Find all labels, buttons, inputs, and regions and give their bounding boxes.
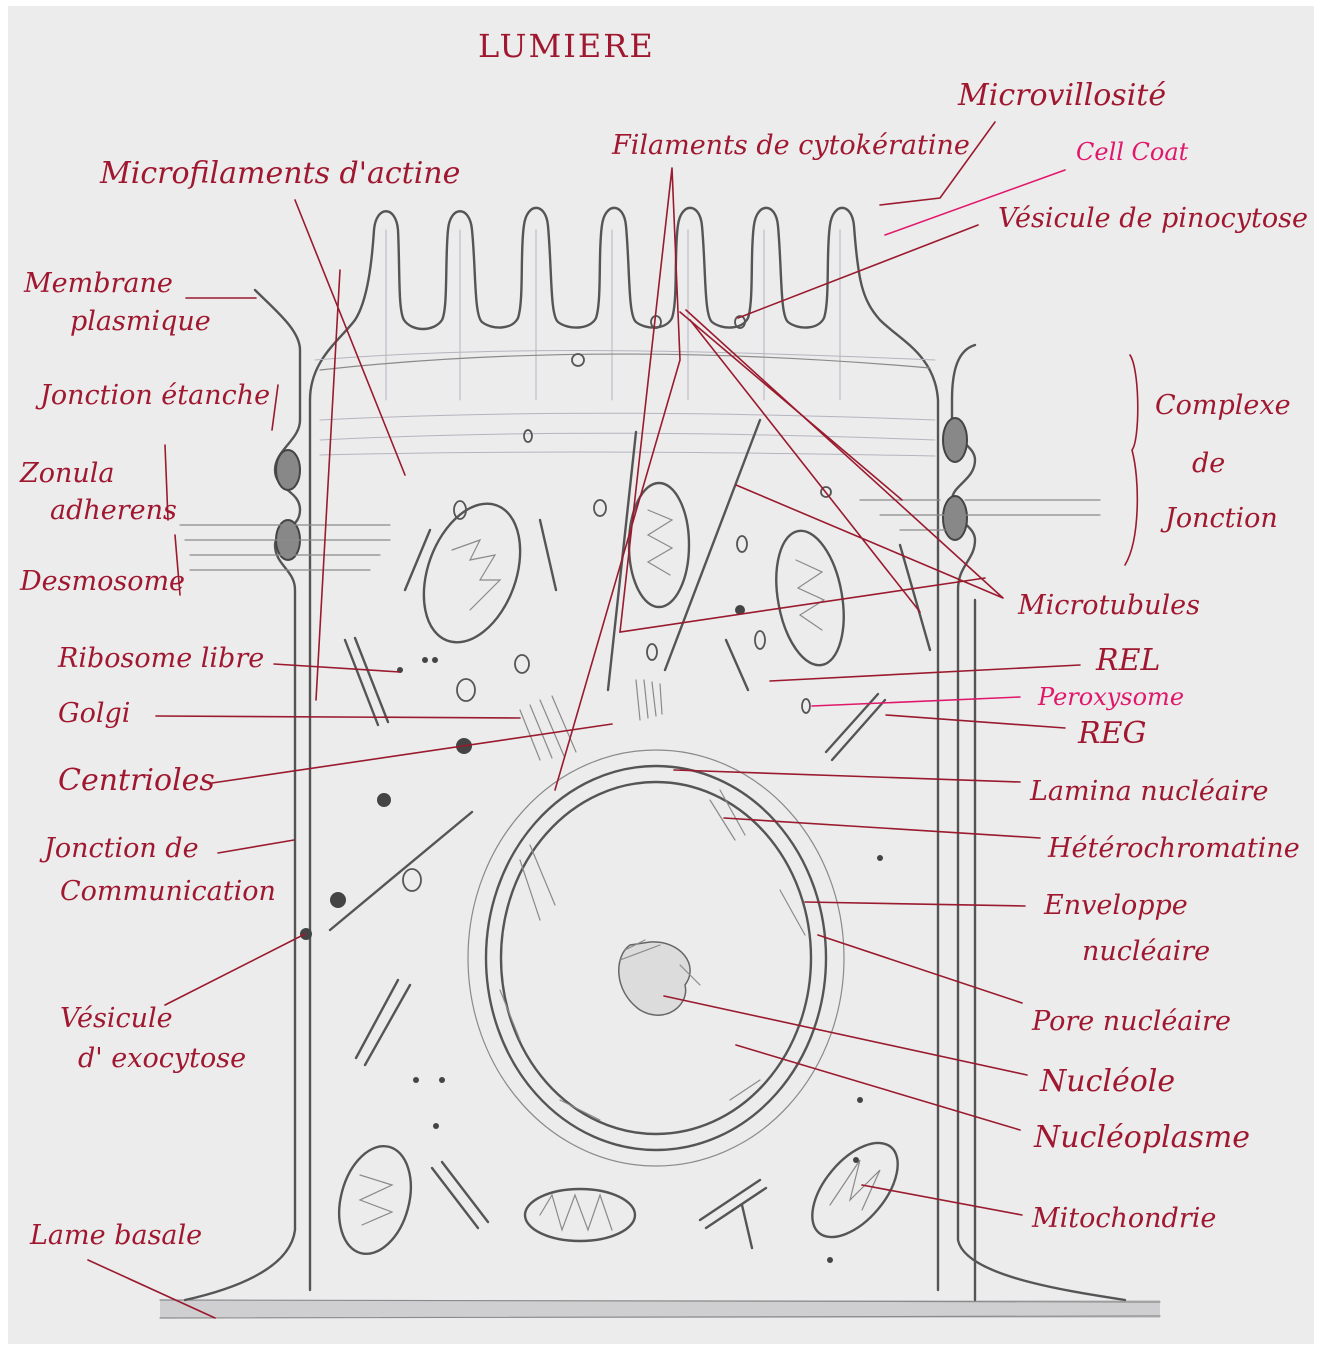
microtubules [330,420,930,930]
label-peroxysome: Peroxysome [1038,685,1184,710]
title-lumiere: LUMIERE [478,30,655,64]
label-microtubules: Microtubules [1018,592,1200,620]
label-ribosome-libre: Ribosome libre [58,645,264,673]
label-lamina-nucleaire: Lamina nucléaire [1030,778,1268,806]
label-enveloppe-nucleaire-line1: Enveloppe [1044,892,1188,920]
basal-lamina [160,1300,1160,1318]
label-mitochondrie: Mitochondrie [1032,1205,1216,1233]
label-pore-nucleaire: Pore nucléaire [1032,1008,1231,1036]
label-golgi: Golgi [58,700,130,728]
label-rel: REL [1096,645,1160,677]
label-zonula-adherens-line1: Zonula [20,460,115,488]
label-nucleoplasme: Nucléoplasme [1034,1122,1250,1154]
label-jonction-etanche: Jonction étanche [40,382,270,410]
golgi-apparatus [520,680,662,760]
label-vesicule-exocytose-line1: Vésicule [60,1005,173,1033]
label-membrane-plasmique-line2: plasmique [70,308,211,336]
dark-granules [300,605,883,1263]
leader-lines [88,122,1138,1318]
plasma-membrane [185,208,1125,1300]
label-centrioles: Centrioles [58,765,215,797]
label-reg: REG [1078,718,1146,750]
label-filaments-cytokeratine: Filaments de cytokératine [612,132,970,160]
rough-er [345,638,885,1248]
label-desmosome: Desmosome [20,568,185,596]
label-nucleole: Nucléole [1040,1066,1175,1098]
terminal-web [315,230,935,456]
label-membrane-plasmique-line1: Membrane [24,270,173,298]
label-complexe-jonction-line1: Complexe [1155,392,1291,420]
label-complexe-jonction-line2: de [1192,450,1225,478]
junction-complex-drawing [180,418,1100,570]
label-microfilaments-actine: Microfilaments d'actine [100,158,460,190]
label-complexe-jonction-line3: Jonction [1165,505,1278,533]
label-vesicule-exocytose-line2: d' exocytose [78,1045,246,1073]
label-lame-basale: Lame basale [30,1222,202,1250]
label-vesicule-pinocytose: Vésicule de pinocytose [998,205,1308,233]
label-heterochromatine: Hétérochromatine [1048,835,1300,863]
label-jonction-communication-line2: Communication [60,878,276,906]
label-microvillosite: Microvillosité [958,80,1166,112]
label-jonction-communication-line1: Jonction de [44,835,199,863]
label-zonula-adherens-line2: adherens [50,497,177,525]
nucleus [468,750,844,1166]
label-enveloppe-nucleaire-line2: nucléaire [1082,938,1210,966]
label-cell-coat: Cell Coat [1076,140,1188,165]
